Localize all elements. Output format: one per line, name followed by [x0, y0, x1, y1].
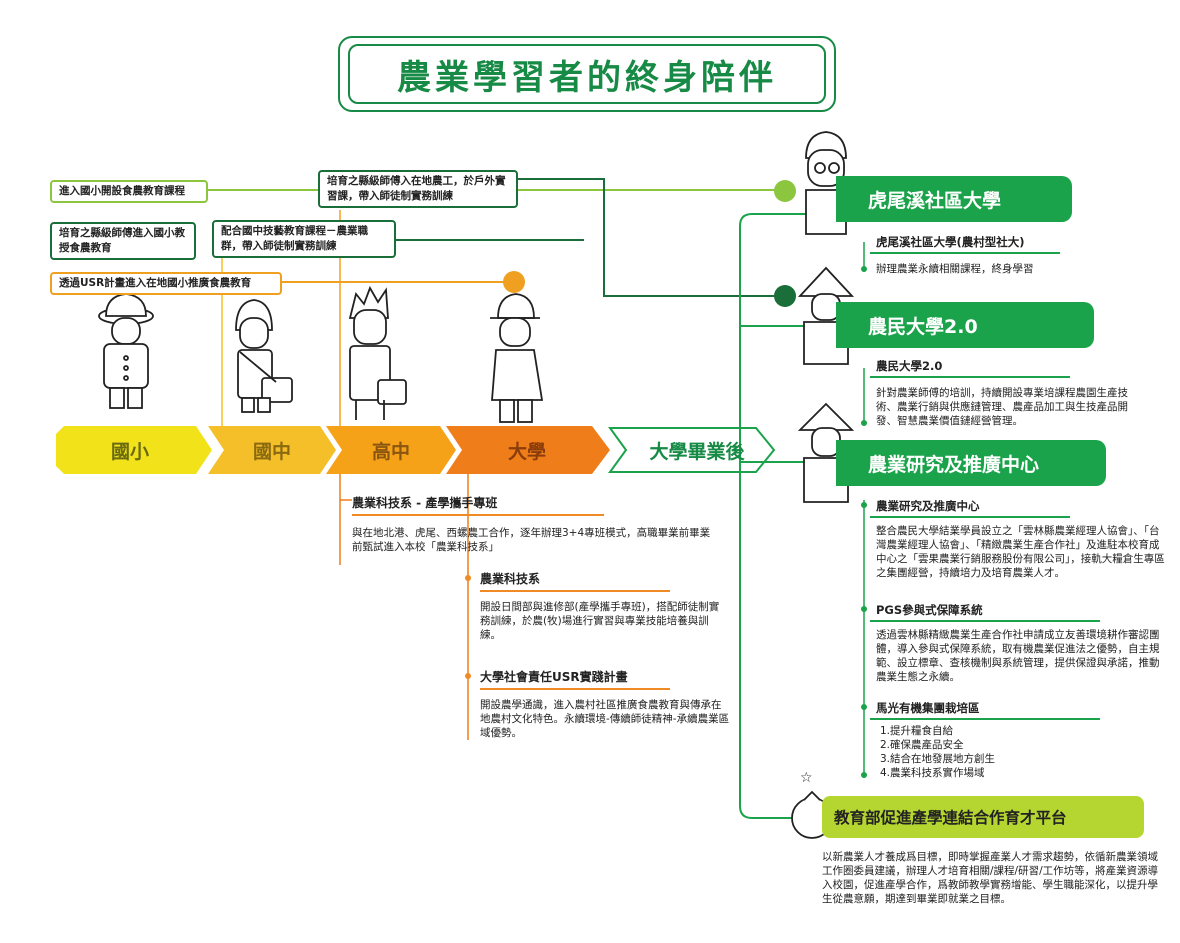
usr-bullet	[465, 673, 471, 679]
elementary-student-figure	[98, 293, 154, 409]
huwei-subtitle: 虎尾溪社區大學(農村型社大)	[876, 235, 1025, 249]
pgs-divider	[870, 620, 1100, 622]
dept-text: 開設日間部與進修部(產學攜手專班)，搭配師徒制實務訓練，於農(牧)場進行實習與專…	[480, 601, 720, 641]
maguang-subtitle: 馬光有機集團栽培區	[876, 701, 980, 715]
dept-bullet	[465, 575, 471, 581]
research-bullet	[861, 502, 867, 508]
usr-text: 開設農學通識，進入農村社區推廣食農教育與傳承在地農村文化特色。永續環境-傳續師徒…	[480, 699, 730, 739]
box-junior-tech-course: 配合國中技藝教育課程－農業職群，帶入師徒制實務訓練	[212, 220, 396, 258]
box-usr-elementary: 透過USR計畫進入在地國小推廣食農教育	[50, 272, 282, 295]
huwei-header: 虎尾溪社區大學	[836, 176, 1072, 222]
pgs-bullet	[861, 606, 867, 612]
junior-student-figure	[235, 299, 293, 413]
research-subtitle: 農業研究及推廣中心	[876, 499, 980, 513]
maguang-bullet	[861, 704, 867, 710]
usr-title: 大學社會責任USR實踐計畫	[480, 670, 628, 684]
stage-graduate: 大學畢業後	[649, 440, 745, 463]
senior-student-figure	[348, 285, 407, 420]
dept-divider	[480, 590, 670, 592]
dept-title: 農業科技系	[480, 572, 541, 586]
research-header: 農業研究及推廣中心	[836, 440, 1106, 486]
stage-senior: 高中	[371, 440, 410, 463]
maguang-divider	[870, 718, 1100, 720]
maguang-end-bullet	[861, 772, 867, 778]
huwei-text: 辦理農業永續相關課程，終身學習	[876, 263, 1034, 275]
stage-university: 大學	[507, 440, 546, 463]
farmer-divider	[870, 376, 1070, 378]
university-student-figure	[490, 293, 544, 423]
program-divider	[352, 514, 604, 516]
program-title: 農業科技系 - 產學攜手專班	[352, 496, 498, 510]
box-master-field-training: 培育之縣級師傅入在地農工，於戶外實習課，帶入師徒制實務訓練	[318, 170, 518, 208]
huwei-divider	[870, 252, 1060, 254]
maguang-item: 4.農業科技系實作場域	[880, 767, 985, 779]
research-text: 整合農民大學結業學員設立之「雲林縣農業經理人協會」、「台灣農業經理人協會」、「精…	[876, 525, 1165, 579]
maguang-list: 1.提升糧食自給 2.確保農產品安全 3.結合在地發展地方創生 4.農業科技系實…	[880, 724, 1080, 780]
moe-text: 以新農業人才養成爲目標，即時掌握產業人才需求趨勢，依循新農業領域工作圈委員建議，…	[822, 851, 1159, 905]
star-icon: ☆	[800, 770, 813, 786]
pgs-text: 透過雲林縣精緻農業生產合作社申請成立友善環境耕作審認團體，導入參與式保障系統，取…	[876, 629, 1160, 683]
research-divider	[870, 516, 1070, 518]
title-frame	[338, 36, 836, 112]
stage-arrow-junior	[208, 426, 336, 474]
farmer-header: 農民大學2.0	[836, 302, 1094, 348]
page-title: 農業學習者的終身陪伴	[348, 44, 826, 104]
stage-junior: 國中	[252, 440, 291, 463]
maguang-item: 3.結合在地發展地方創生	[880, 753, 996, 765]
maguang-item: 1.提升糧食自給	[880, 725, 954, 737]
stage-elementary: 國小	[110, 440, 149, 463]
box-master-elementary: 培育之縣級師傅進入國小教授食農教育	[50, 222, 196, 260]
usr-divider	[480, 688, 670, 690]
stage-arrow-senior	[326, 426, 456, 474]
moe-header: 教育部促進產學連結合作育才平台	[822, 796, 1144, 838]
pgs-subtitle: PGS參與式保障系統	[876, 603, 983, 617]
farmer-subtitle: 農民大學2.0	[876, 359, 943, 373]
stage-arrow-graduate	[608, 427, 776, 473]
stage-arrow-elementary	[56, 426, 212, 474]
box-elementary-food-course: 進入國小開設食農教育課程	[50, 180, 208, 203]
farmer-bullet	[861, 420, 867, 426]
program-text: 與在地北港、虎尾、西螺農工合作，逐年辦理3+4專班模式，高職畢業前畢業前甄試進入…	[352, 527, 711, 553]
huwei-bullet	[861, 266, 867, 272]
farmer-text: 針對農業師傅的培訓，持續開設專業培課程農園生產技術、農業行銷與供應鏈管理、農產品…	[876, 387, 1128, 427]
stage-arrow-university	[446, 426, 610, 474]
maguang-item: 2.確保農產品安全	[880, 739, 964, 751]
